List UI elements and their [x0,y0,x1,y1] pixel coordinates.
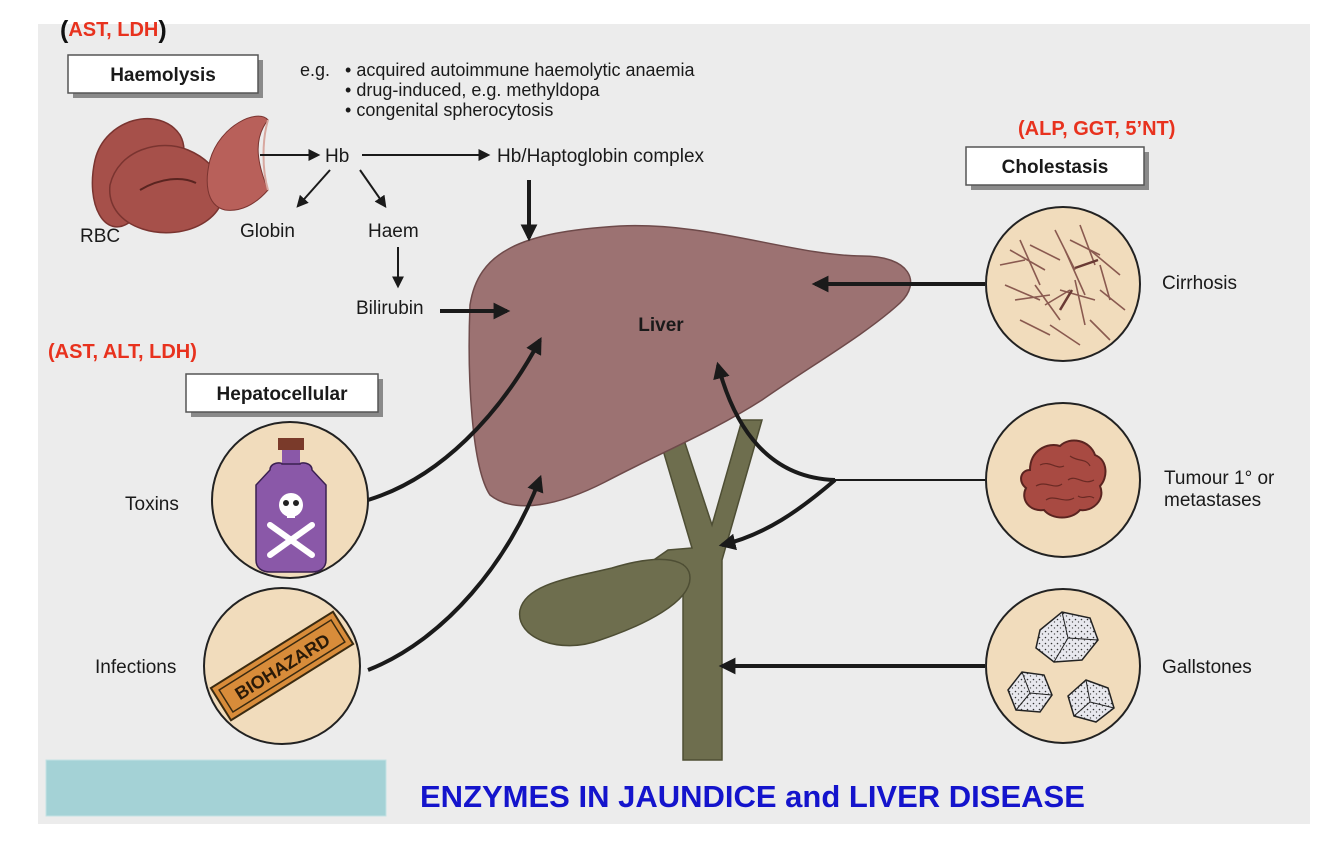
rbc-illustration [91,115,269,234]
cholestasis-enzymes: (ALP, GGT, 5’NT) [1018,118,1175,140]
gallstones-circle [985,588,1141,744]
tumour-label-1: Tumour 1° or [1164,468,1275,489]
gallstone-1 [1035,611,1099,663]
tumour-circle [985,402,1141,558]
arrow-toxins-to-liver [367,337,542,502]
gallbladder [519,558,691,647]
arrow-infections-to-liver [367,474,544,672]
infections-circle: BIOHAZARD [203,587,361,745]
tumour-texture [1035,455,1095,501]
arrow-tumour-to-duct [718,478,837,551]
biliary-tree [519,419,763,761]
hepatocellular-enzymes: (AST, ALT, LDH) [48,341,197,363]
caption-title: ENZYMES IN JAUNDICE and LIVER DISEASE [420,779,1085,814]
liver [468,224,912,507]
rbc-label: RBC [80,226,120,247]
cholestasis-title: Cholestasis [1002,157,1109,178]
poison-bottle-icon [255,438,327,573]
eg-label: e.g. [300,60,330,80]
arrow-hb-to-haem [359,169,387,208]
complex-label: Hb/Haptoglobin complex [497,146,705,167]
bullet-3: • congenital spherocytosis [345,100,553,120]
fibrosis-dark-strands [1058,258,1099,311]
bullet-1: • acquired autoimmune haemolytic anaemia [345,60,695,80]
cirrhosis-circle [985,206,1141,362]
globin-label: Globin [240,221,295,242]
liver-label: Liver [638,315,684,336]
arrow-hb-to-globin [296,169,331,208]
haemolysis-enzymes: (AST, LDH) [60,16,167,44]
haemolysis-box: Haemolysis [67,54,263,98]
tumour-label-2: metastases [1164,490,1261,511]
teal-label-block [45,759,387,817]
cirrhosis-label: Cirrhosis [1162,273,1237,294]
haem-label: Haem [368,221,419,242]
hepatocellular-box: Hepatocellular [185,373,383,417]
arrow-tumour-to-liver [713,361,836,482]
toxins-circle [211,421,369,579]
fibrosis-texture [999,224,1126,346]
haemolysis-title: Haemolysis [110,65,216,86]
gallstones-label: Gallstones [1162,657,1252,678]
toxins-label: Toxins [125,494,179,515]
bilirubin-label: Bilirubin [356,298,424,319]
hepatocellular-title: Hepatocellular [217,384,349,405]
infections-label: Infections [95,657,176,678]
tumour-mass [1020,439,1107,519]
hb-label: Hb [325,146,349,167]
bullet-2: • drug-induced, e.g. methyldopa [345,80,600,100]
cholestasis-box: Cholestasis [965,146,1149,190]
